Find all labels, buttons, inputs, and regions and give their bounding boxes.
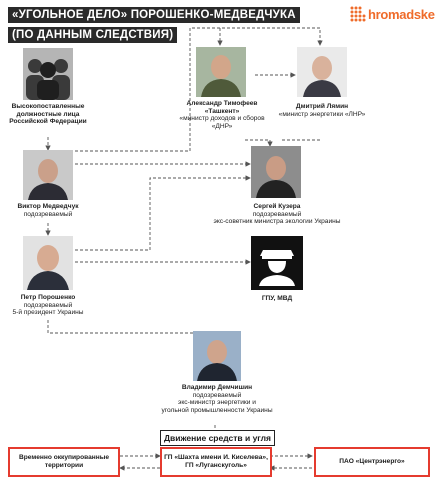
hromadske-logo: hromadske [350,6,435,24]
lyamin-photo [297,47,347,97]
flow-box-occupied-territories-text: Временно оккупированные территории [18,454,110,469]
demchyshyn-role-detail-1: экс-министр энергетики и [177,399,256,407]
flow-box-mines-line-1: ГП «Шахта имени И. Киселева», [164,454,268,461]
kuzera-role-detail: экс-советник министра экологии Украины [213,218,341,226]
demchyshyn-caption: Владимир Демчишин подозреваемый экс-мини… [150,384,284,414]
timofeev-name: Александр Тимофеев «Ташкент» [186,100,258,115]
arrow-to-lyamin [75,27,323,152]
kuzera-role: подозреваемый [252,210,302,218]
poroshenko-role-detail: 5-й президент Украины [12,309,84,317]
flow-box-centrenergo-text: ПАО «Центрэнерго» [339,458,405,465]
gpu-caption: ГПУ, МВД [244,295,310,303]
russia-officials-caption: Высокопоставленные должностные лица Росс… [4,103,92,126]
flow-box-mines: ГП «Шахта имени И. Киселева», ГП «Луганс… [160,447,272,477]
poroshenko-role: подозреваемый [23,301,73,309]
title-line-1: «УГОЛЬНОЕ ДЕЛО» ПОРОШЕНКО-МЕДВЕДЧУКА [8,7,300,23]
page-title: «УГОЛЬНОЕ ДЕЛО» ПОРОШЕНКО-МЕДВЕДЧУКА (ПО… [8,5,328,45]
title-line-2: (ПО ДАННЫМ СЛЕДСТВИЯ) [8,27,178,43]
lyamin-caption: Дмитрий Лямин «министр энергетики «ЛНР» [276,103,368,118]
legend-label: Движение средств и угля [160,430,275,446]
timofeev-caption: Александр Тимофеев «Ташкент» «министр до… [176,100,268,130]
lyamin-portrait-icon [297,47,347,97]
medvedchuk-name: Виктор Медведчук [17,203,79,210]
kuzera-name: Сергей Кузера [253,203,301,210]
medvedchuk-portrait-icon [23,150,73,200]
russia-officials-photo [23,48,73,100]
poroshenko-photo [23,236,73,290]
hromadske-logo-icon [350,6,366,22]
poroshenko-caption: Петр Порошенко подозреваемый 5-й президе… [6,294,90,317]
demchyshyn-name: Владимир Демчишин [181,384,253,391]
arrow-timofeev-kuzera [245,139,273,147]
police-officer-icon [251,236,303,290]
russia-officials-name: Высокопоставленные должностные лица Росс… [9,103,87,126]
lyamin-role: «министр энергетики «ЛНР» [278,110,366,118]
lyamin-name: Дмитрий Лямин [295,103,349,110]
timofeev-photo [196,47,246,97]
kuzera-photo [251,146,301,198]
kuzera-portrait-icon [251,146,301,198]
kuzera-caption: Сергей Кузера подозреваемый экс-советник… [212,203,342,226]
flow-box-mines-line-2: ГП «Луганскуголь» [185,462,247,469]
gpu-name: ГПУ, МВД [261,295,293,302]
flow-box-centrenergo: ПАО «Центрэнерго» [314,447,430,477]
logo-wordmark: hromadske [368,7,435,22]
timofeev-portrait-icon [196,47,246,97]
demchyshyn-role: подозреваемый [192,391,242,399]
silhouettes-icon [23,48,73,100]
arrow-poroshenko-demchyshyn [47,320,218,341]
demchyshyn-photo [193,331,241,381]
medvedchuk-role: подозреваемый [23,210,73,218]
demchyshyn-role-detail-2: угольной промышленности Украины [161,406,273,414]
medvedchuk-caption: Виктор Медведчук подозреваемый [6,203,90,218]
medvedchuk-photo [23,150,73,200]
demchyshyn-portrait-icon [193,331,241,381]
timofeev-role: «министр доходов и сборов «ДНР» [179,115,265,130]
poroshenko-portrait-icon [23,236,73,290]
poroshenko-name: Петр Порошенко [20,294,76,301]
arrow-poroshenko-kuzera [75,175,251,251]
flow-box-occupied-territories: Временно оккупированные территории [8,447,120,477]
